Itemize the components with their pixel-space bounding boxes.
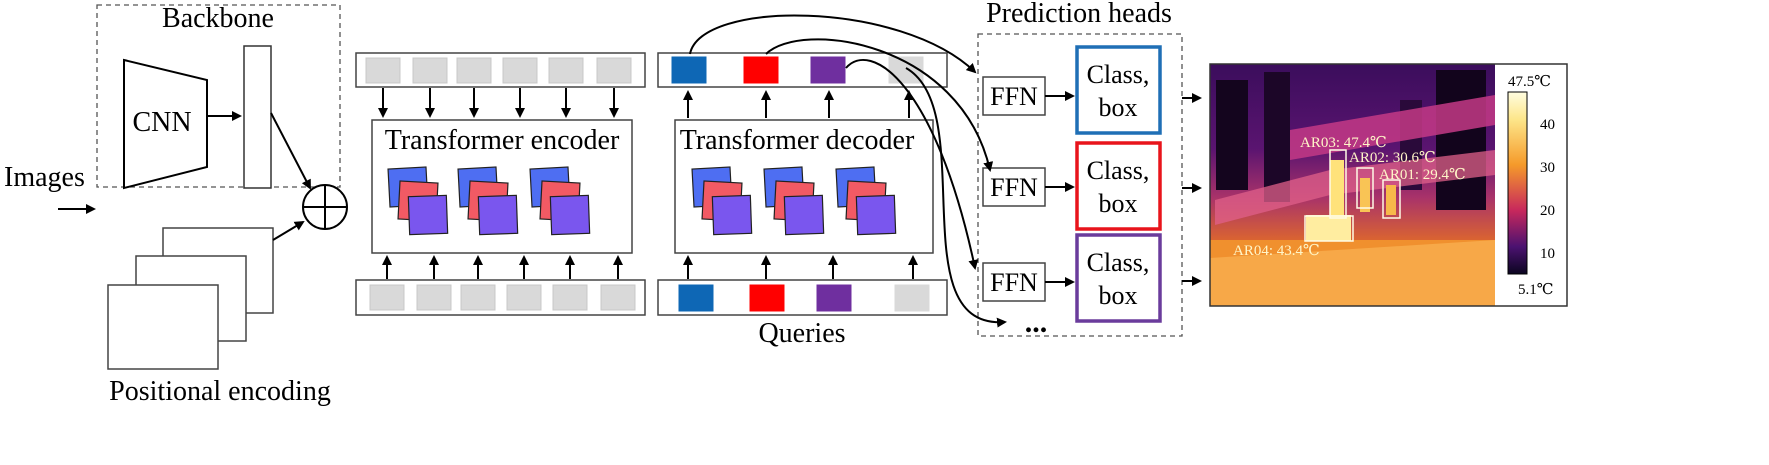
thermal-image-frame [1209,63,1568,307]
class-box-output [1075,233,1162,323]
decoder-group: Transformer decoder Queries [657,52,948,349]
decoder-attention-heads [763,166,825,236]
encoder-input-token [369,284,405,311]
query-token [749,284,785,312]
encoder-attention-heads [529,166,591,236]
feature-to-sum-arrow [270,112,311,190]
scale-tick-40: 40 [1540,117,1555,133]
region-label-ar01: AR01: 29.4℃ [1379,167,1466,183]
cnn-trapezoid [123,58,208,190]
region-box-ar01 [1382,179,1401,219]
encoder-output-token [596,57,632,84]
ffn-label: FFN [990,82,1038,111]
encoder-input-token [460,284,496,311]
cnn-label: CNN [132,107,191,138]
box-label: box [1099,281,1138,310]
ffn-box [982,76,1046,116]
encoder-output-token [456,57,492,84]
region-label-ar04: AR04: 43.4℃ [1233,243,1320,259]
backbone-frame [96,4,341,188]
encoder-output-token [548,57,584,84]
encoder-output-token [412,57,448,84]
ffn-label: FFN [990,173,1038,202]
class-label: Class, [1087,60,1150,89]
encoder-input-token [506,284,542,311]
scale-tick-20: 20 [1540,203,1555,219]
sum-node [302,184,348,230]
backbone-group: Backbone CNN [96,3,341,190]
encoder-output-token [502,57,538,84]
ffn-box [982,262,1046,302]
scale-tick-10: 10 [1540,246,1555,262]
color-scale-bar [1507,91,1528,275]
region-box-ar04 [1304,215,1354,242]
queries-label: Queries [758,318,845,349]
encoder-attention-heads [457,166,519,236]
class-box-output [1075,45,1162,135]
encoder-output-token [365,57,401,84]
encoder-attention-heads [387,166,449,236]
images-label: Images [4,162,85,193]
region-box-ar02 [1356,167,1374,209]
encoder-input-token [552,284,588,311]
decoder-output-token [810,56,846,84]
feature-map-box [243,45,272,189]
class-label: Class, [1087,156,1150,185]
decoder-output-token [743,56,779,84]
scale-tick-30: 30 [1540,160,1555,176]
decoder-attention-heads [691,166,753,236]
region-box-ar03 [1329,149,1347,219]
encoder-title: Transformer encoder [385,125,620,156]
positional-encoding-label: Positional encoding [109,376,331,407]
decoder-to-heads-connectors [689,14,1007,328]
region-label-ar03: AR03: 47.4℃ [1300,135,1387,151]
class-label: Class, [1087,248,1150,277]
positional-encoding-stack: Positional encoding [107,227,331,407]
query-token [816,284,852,312]
color-scale-panel [1495,64,1567,306]
thermal-image-panel: AR03: 47.4℃ AR02: 30.6℃ AR01: 29.4℃ AR04… [1209,63,1568,307]
backbone-title: Backbone [162,3,274,34]
pe-to-sum-arrow [272,220,305,241]
decoder-output-token [671,56,707,84]
prediction-head-row: FFN Class, box [982,45,1162,135]
prediction-heads-group: Prediction heads FFNClass,boxFFNClass,bo… [977,0,1183,339]
query-token [678,284,714,312]
region-label-ar02: AR02: 30.6℃ [1349,150,1436,166]
prediction-head-row: FFN Class, box [982,233,1162,323]
box-label: box [1099,189,1138,218]
encoder-input-token [600,284,636,311]
decoder-title: Transformer decoder [680,125,915,156]
encoder-group: Transformer encoder [355,52,646,316]
class-box-output [1075,141,1162,231]
pe-page-front [107,284,219,370]
prediction-head-row: FFN Class, box [982,141,1162,231]
scale-min-label: 5.1℃ [1518,282,1554,298]
decoder-attention-heads [835,166,897,236]
box-label: box [1099,93,1138,122]
prediction-heads-title: Prediction heads [986,0,1172,29]
prediction-heads-frame [977,33,1183,337]
query-token [894,284,930,312]
encoder-input-token [416,284,452,311]
more-heads-ellipsis: ... [1025,306,1048,339]
ffn-label: FFN [990,268,1038,297]
scale-max-label: 47.5℃ [1508,74,1551,90]
